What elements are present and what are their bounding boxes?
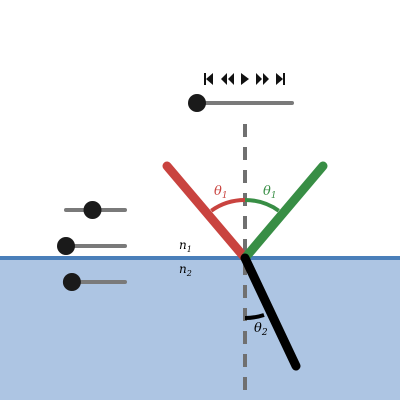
playback-controls	[204, 73, 285, 85]
n1-slider-knob[interactable]	[57, 237, 75, 255]
refracted-ray	[240, 253, 301, 371]
n2-label: n2	[179, 262, 192, 278]
step-back-icon[interactable]	[221, 73, 234, 85]
lower-medium	[0, 258, 400, 400]
theta-reflected-label: θ1	[263, 184, 277, 201]
n2-slider-knob[interactable]	[62, 273, 81, 291]
skip-to-end-icon[interactable]	[276, 73, 285, 85]
theta-incident-label: θ1	[214, 184, 228, 201]
skip-to-start-icon[interactable]	[204, 73, 213, 85]
n2-slider[interactable]	[62, 273, 127, 291]
angle-slider-knob[interactable]	[83, 201, 102, 219]
angle-slider[interactable]	[64, 201, 127, 219]
play-icon[interactable]	[241, 73, 249, 85]
incident-ray	[162, 161, 250, 263]
reflected-ray	[240, 161, 328, 263]
step-forward-icon[interactable]	[256, 73, 269, 85]
n1-label: n1	[179, 238, 192, 254]
refracted-angle-arc	[244, 313, 265, 321]
n1-slider[interactable]	[57, 237, 127, 255]
theta-refracted-label: θ2	[254, 321, 268, 338]
reflected-angle-arc	[244, 197, 280, 213]
time-slider-knob[interactable]	[188, 94, 206, 112]
time-slider[interactable]	[188, 94, 294, 112]
incident-angle-arc	[210, 197, 246, 213]
